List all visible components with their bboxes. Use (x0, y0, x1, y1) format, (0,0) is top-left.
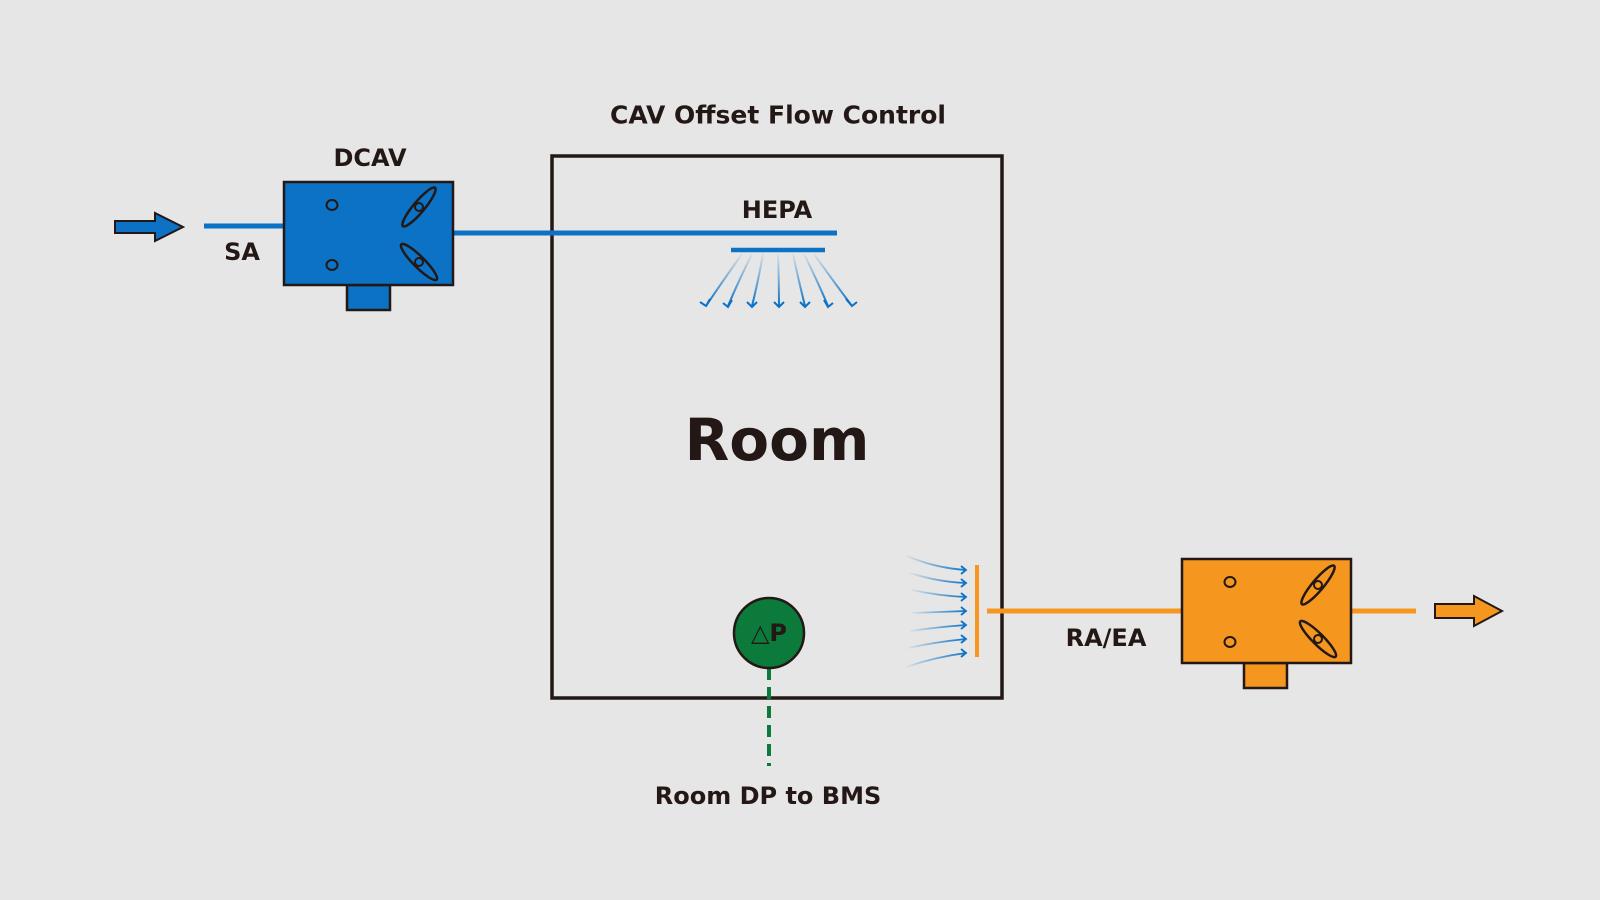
sensor-output-label: Room DP to BMS (654, 782, 882, 810)
return-grille-icon (905, 555, 979, 668)
hepa-filter-label: HEPA (741, 196, 813, 224)
room-label: Room (684, 406, 870, 474)
pressure-sensor-icon (732, 596, 806, 670)
hepa-diffuser-icon (699, 247, 858, 309)
sensor-symbol-label: △P (750, 619, 788, 647)
inlet-arrow-icon (114, 211, 186, 243)
diagram-title: CAV Offset Flow Control (609, 100, 947, 130)
exhaust-valve-icon (1180, 557, 1353, 690)
supply-valve-icon (282, 180, 455, 312)
supply-valve-label: DCAV (333, 144, 407, 172)
supply-air-label: SA (224, 238, 260, 266)
outlet-arrow-icon (1434, 594, 1505, 628)
return-air-label: RA/EA (1065, 624, 1147, 652)
room-boundary (550, 154, 1004, 700)
